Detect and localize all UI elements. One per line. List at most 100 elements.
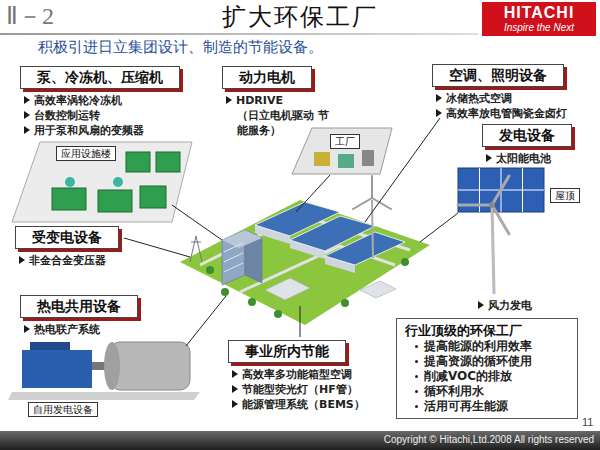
equipment-node: 受变电设备非金合金变压器: [15, 226, 119, 268]
machine: [98, 190, 132, 212]
item-text: 提高资源的循环使用: [424, 354, 532, 368]
tag-box: 应用设施楼: [56, 146, 116, 161]
heading-box: 泵、冷冻机、压缩机: [20, 66, 180, 89]
panel: [458, 168, 544, 212]
pump: [113, 177, 123, 187]
item-text: 循环利用水: [424, 384, 484, 398]
wind-turbine-big: [458, 176, 509, 294]
bullet-item: 活用可再生能源: [405, 399, 569, 414]
bullet-mark: [478, 301, 484, 309]
dot-mark: [415, 360, 418, 363]
office-roof: [222, 230, 262, 248]
solar-roof: [325, 232, 405, 265]
equipment-node: 动力电机HDRIVE（日立电机驱动 节能服务）: [222, 66, 337, 138]
blade: [492, 176, 509, 205]
tree: [206, 266, 214, 274]
item-text: 活用可再生能源: [424, 399, 508, 413]
bullet-mark: [19, 256, 25, 264]
item-text: 能源管理系统（BEMS）: [242, 398, 365, 411]
tag-box: 自用发电设备: [28, 402, 98, 417]
machine: [338, 154, 354, 168]
leader-line: [186, 296, 226, 346]
pylon-arm: [191, 242, 201, 243]
bullet-item: 台数控制运转: [20, 108, 180, 123]
room-floor: [292, 128, 392, 174]
bullet-mark: [24, 325, 30, 333]
bullet-mark: [232, 370, 238, 378]
generator: [110, 342, 190, 390]
bullet-item: 热电联产系统: [20, 322, 138, 337]
summary-panel: 行业顶级的环保工厂提高能源的利用效率提高资源的循环使用削减VOC的排放循环利用水…: [396, 318, 578, 419]
label-text: Inspire the Next: [504, 22, 574, 33]
item-text: 太阳能电池: [496, 152, 551, 165]
bullet-item: 高效率涡轮冷冻机: [20, 93, 180, 108]
bullet-item: 高效率多功能箱型空调: [228, 367, 365, 382]
bullet-item: 提高能源的利用效率: [405, 339, 569, 354]
header-rule: [0, 33, 478, 35]
pump: [65, 177, 75, 187]
blade: [458, 204, 492, 207]
heading-box: 事业所内节能: [228, 340, 346, 363]
leader-line: [420, 213, 458, 242]
item-text: 冰储热式空调: [446, 92, 512, 105]
label-text: Copyright © Hitachi,Ltd.2008 All rights …: [384, 434, 594, 445]
item-text: 用于泵和风扇的变频器: [34, 124, 144, 137]
item-text: 高效率涡轮冷冻机: [34, 94, 122, 107]
label-text: 风力发电: [488, 299, 532, 312]
machine: [362, 150, 374, 166]
wind-label: 风力发电: [478, 298, 532, 313]
heading-box: 动力电机: [222, 66, 312, 89]
label-text: Ⅱ－2: [6, 3, 54, 29]
item-text: 非金合金变压器: [29, 254, 106, 267]
bullet-item: 非金合金变压器: [15, 253, 119, 268]
tag-text: 工厂: [335, 136, 355, 147]
wind-turbine-small: [353, 176, 391, 258]
item-text: 提高能源的利用效率: [424, 339, 532, 353]
machine: [52, 188, 86, 210]
dot-mark: [415, 375, 418, 378]
pole: [372, 200, 373, 258]
bullet-mark: [486, 154, 492, 162]
tag-text: 应用设施楼: [61, 148, 111, 159]
panel-heading: 行业顶级的环保工厂: [405, 323, 569, 339]
leader-line: [296, 175, 330, 212]
item-text: 节能型荧光灯（HF管）: [242, 383, 358, 396]
heading-box: 受变电设备: [15, 226, 119, 249]
dot-mark: [415, 405, 418, 408]
bullet-item: 循环利用水: [405, 384, 569, 399]
subtitle: 积极引进日立集团设计、制造的节能设备。: [38, 38, 323, 57]
equipment-node: 泵、冷冻机、压缩机高效率涡轮冷冻机台数控制运转用于泵和风扇的变频器: [20, 66, 180, 138]
machine: [314, 152, 330, 166]
solar-panel: [458, 168, 544, 212]
equipment-node: 空调、照明设备冰储热式空调高效率放电管陶瓷金卤灯: [432, 64, 567, 121]
label-text: 11: [582, 416, 593, 428]
item-text: 高效率多功能箱型空调: [242, 368, 352, 381]
bullet-item: HDRIVE: [222, 93, 337, 108]
item-text: 削减VOC的排放: [424, 369, 512, 383]
bullet-item: 节能型荧光灯（HF管）: [228, 382, 365, 397]
leader-line: [172, 205, 222, 240]
tree: [221, 288, 229, 296]
bullet-mark: [24, 126, 30, 134]
bullet-mark: [436, 94, 442, 102]
footer-bar: [0, 431, 600, 450]
section-number: Ⅱ－2: [6, 2, 54, 30]
platform: [8, 392, 200, 400]
pole: [492, 205, 494, 294]
equipment-node: 热电共用设备热电联产系统: [20, 295, 138, 337]
room-floor: [12, 142, 192, 222]
generator-end: [104, 342, 120, 390]
leader-line: [365, 118, 440, 222]
heading-box: 发电设备: [482, 124, 572, 147]
window: [224, 243, 243, 252]
leader-line: [300, 306, 301, 337]
window: [224, 263, 243, 272]
bullet-item: 太阳能电池: [482, 151, 572, 166]
hub: [489, 202, 495, 208]
bullet-item: 高效率放电管陶瓷金卤灯: [432, 106, 567, 121]
pylon: [190, 236, 202, 262]
bullet-item: 能源管理系统（BEMS）: [228, 397, 365, 412]
factory-room: [292, 128, 392, 174]
tag-text: 自用发电设备: [33, 404, 93, 415]
tree: [401, 258, 409, 266]
